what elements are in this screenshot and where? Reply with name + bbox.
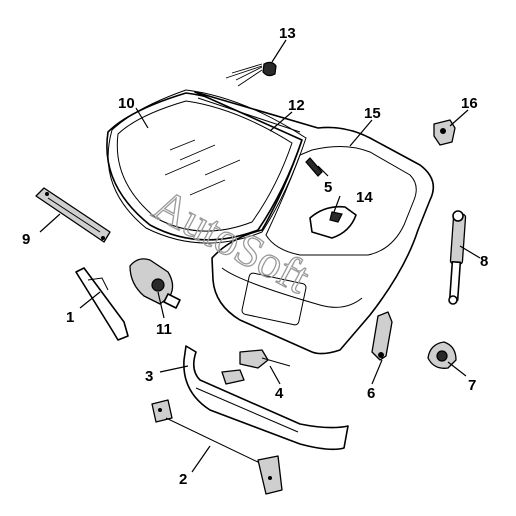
callout-3: 3: [145, 368, 153, 385]
callout-2: 2: [179, 471, 187, 488]
callout-14: 14: [356, 189, 373, 206]
leader-lines: [39, 39, 481, 473]
callout-13: 13: [279, 25, 296, 42]
callout-numbers: 13 16 15 12 10 14 5 9 8 1 11 3 4 6 7 2: [22, 25, 488, 488]
callout-5: 5: [324, 179, 332, 196]
callout-15: 15: [364, 105, 381, 122]
callout-12: 12: [288, 97, 305, 114]
lock-assembly-part-4: [221, 349, 291, 385]
gas-strut-part-8: [448, 210, 467, 305]
bracket-part-16: [433, 119, 456, 146]
callout-4: 4: [275, 385, 284, 402]
callout-6: 6: [367, 385, 375, 402]
callout-16: 16: [461, 95, 478, 112]
callout-10: 10: [118, 95, 135, 112]
rear-glass-part-10: [106, 92, 303, 241]
wiper-motor-part-11: [129, 258, 181, 309]
rod-part-5: [305, 157, 323, 177]
callout-7: 7: [468, 377, 476, 394]
lamp-part-14: [309, 205, 357, 239]
hinge-arm-part-6: [371, 311, 393, 361]
trim-panel-part-3: [183, 345, 349, 451]
hinge-part-2: [151, 399, 283, 495]
panel-part-9: [35, 187, 111, 243]
bump-stop-part-7: [427, 341, 457, 369]
callout-11: 11: [156, 321, 172, 338]
callout-9: 9: [22, 231, 30, 248]
callout-1: 1: [66, 309, 74, 326]
callout-8: 8: [480, 253, 488, 270]
wiper-arm-part-1: [75, 267, 129, 341]
seal-part-12: [107, 89, 307, 244]
washer-nozzle-part-13: [225, 61, 277, 87]
